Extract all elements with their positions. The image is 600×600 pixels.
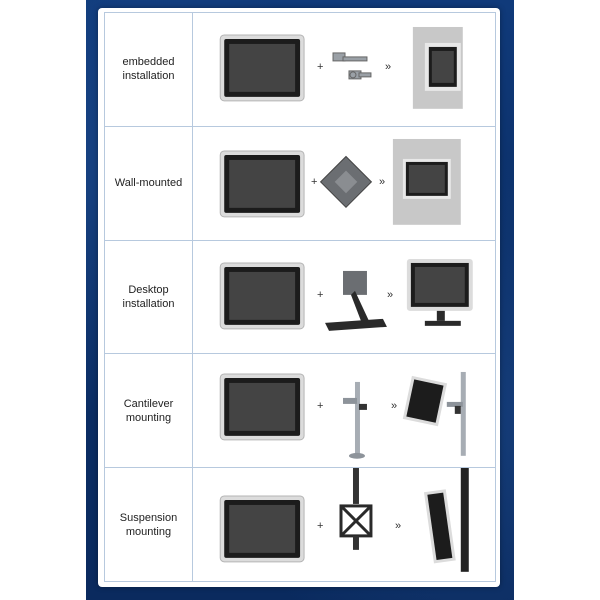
row-desktop-installation: Desktop installation: [105, 240, 495, 355]
row-label: Desktop installation: [105, 240, 193, 354]
panel-monitor-icon: [219, 34, 305, 102]
ceiling-mount-icon: [339, 468, 373, 551]
suspension-result-icon: [423, 468, 469, 573]
desktop-stand-icon: [325, 270, 387, 331]
plus-sign: +: [317, 400, 324, 413]
row-label: Cantilever mounting: [105, 354, 193, 468]
cantilever-arm-icon: [343, 382, 367, 460]
panel-monitor-icon: [219, 495, 305, 563]
plus-sign: +: [317, 61, 324, 73]
row-wall-mounted: Wall-mounted + »: [105, 126, 495, 241]
row-suspension-mounting: Suspension mounting: [105, 468, 495, 581]
embedded-installation-diagram: + »: [193, 13, 495, 126]
suspension-mounting-diagram: + »: [193, 468, 495, 581]
desktop-installation-diagram: + »: [193, 241, 495, 354]
arrow-sign: »: [379, 175, 385, 188]
cantilever-mounting-diagram: + »: [193, 354, 495, 467]
vesa-plate-icon: [319, 155, 373, 208]
row-label: embedded installation: [105, 13, 193, 126]
mounting-clips-icon: [332, 52, 372, 80]
arrow-sign: »: [391, 400, 397, 413]
panel-monitor-icon: [219, 150, 305, 218]
row-cantilever-mounting: Cantilever mounting: [105, 354, 495, 469]
arrow-sign: »: [387, 288, 393, 301]
wall-mounted-diagram: + »: [193, 127, 495, 240]
row-label: Suspension mounting: [105, 468, 193, 581]
plus-sign: +: [311, 175, 318, 188]
panel-monitor-icon: [219, 373, 305, 441]
arrow-sign: »: [395, 520, 401, 533]
cantilever-result-icon: [402, 372, 466, 457]
mounting-options-table: embedded installation: [104, 12, 496, 582]
row-embedded-installation: embedded installation: [105, 13, 495, 127]
plus-sign: +: [317, 520, 324, 533]
embedded-result-icon: [412, 26, 463, 109]
wall-mounted-result-icon: [392, 138, 461, 225]
row-label: Wall-mounted: [105, 126, 193, 240]
plus-sign: +: [317, 288, 324, 301]
panel-monitor-icon: [219, 262, 305, 329]
desktop-result-icon: [406, 258, 473, 326]
arrow-sign: »: [385, 61, 391, 73]
